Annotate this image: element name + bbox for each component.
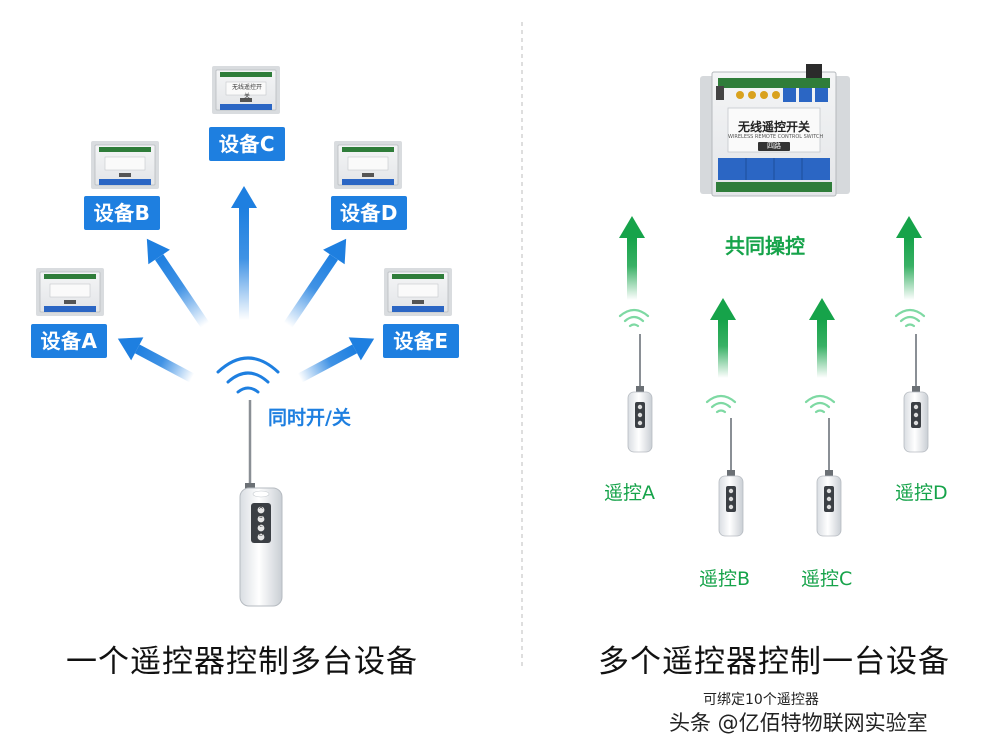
remote-button-a: A: [259, 505, 263, 511]
remote-label-a: 遥控A: [604, 482, 655, 504]
watermark: 头条 @亿佰特物联网实验室: [669, 711, 928, 735]
left-arrows: [117, 186, 375, 383]
left-module-label: 无线遥控开关: [231, 84, 262, 100]
right-module-badge: 四路: [767, 142, 781, 150]
device-tag-a: 设备A: [31, 324, 107, 358]
right-caption: 多个遥控器控制一台设备: [598, 644, 950, 680]
remote-button-c: C: [259, 523, 263, 529]
left-signal-wave: [216, 356, 280, 394]
right-remote-images: [627, 333, 929, 537]
left-remote-image: [239, 400, 283, 607]
remote-button-d: D: [259, 532, 263, 538]
device-tag-d: 设备D: [331, 196, 407, 230]
shared-control-label: 共同操控: [725, 234, 805, 258]
simultaneous-label: 同时开/关: [268, 407, 351, 429]
remote-label-b: 遥控B: [699, 568, 751, 590]
device-tag-e: 设备E: [383, 324, 459, 358]
remote-label-d: 遥控D: [895, 482, 948, 504]
right-signal-waves: [618, 308, 926, 414]
remote-label-c: 遥控C: [801, 568, 853, 590]
device-tag-c: 设备C: [209, 127, 285, 161]
device-tag-b: 设备B: [84, 196, 160, 230]
bind-note: 可绑定10个遥控器: [703, 692, 819, 708]
right-module-image: [700, 64, 850, 197]
left-caption: 一个遥控器控制多台设备: [66, 644, 418, 680]
right-arrows: [619, 216, 922, 378]
right-module-label: 无线遥控开关: [737, 120, 810, 134]
right-module-sublabel: WIRELESS REMOTE CONTROL SWITCH: [728, 134, 824, 140]
remote-button-b: B: [259, 514, 263, 520]
